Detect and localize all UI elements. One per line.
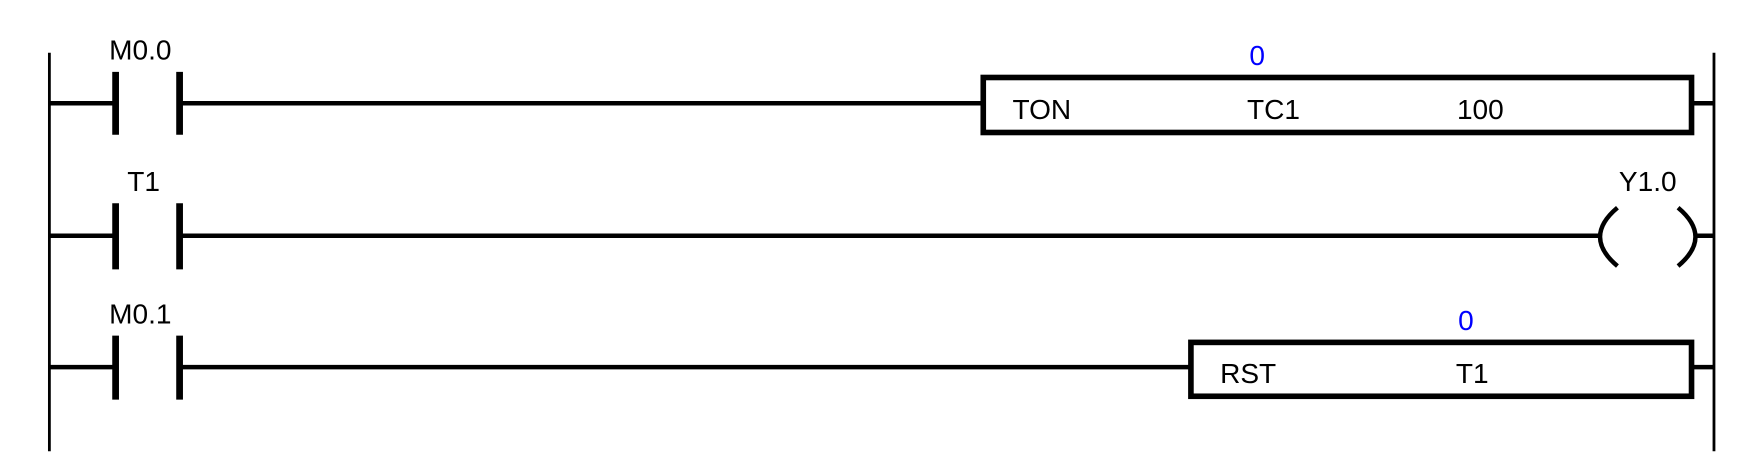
instruction-preset: 100 [1457,94,1504,125]
instruction-operand: T1 [1456,358,1489,389]
contact-label: M0.1 [109,298,171,329]
reset-current-value: 0 [1458,305,1474,336]
contact-label: M0.0 [109,35,171,66]
rung-2[interactable]: T1 Y1.0 [49,166,1714,270]
rung-3[interactable]: M0.1 0 RST T1 [49,298,1714,400]
coil-label: Y1.0 [1619,166,1677,197]
ton-instruction-box[interactable] [980,74,1695,136]
contact-label: T1 [127,166,160,197]
coil-right-paren-icon [1676,205,1698,268]
instruction-operand: TC1 [1247,94,1300,125]
rst-instruction-box[interactable] [1188,339,1695,400]
rung-1[interactable]: M0.0 0 TON TC1 100 [49,35,1714,136]
coil-left-paren-icon [1598,205,1619,268]
instruction-op: RST [1220,358,1276,389]
instruction-op: TON [1012,94,1071,125]
timer-current-value: 0 [1249,40,1265,71]
